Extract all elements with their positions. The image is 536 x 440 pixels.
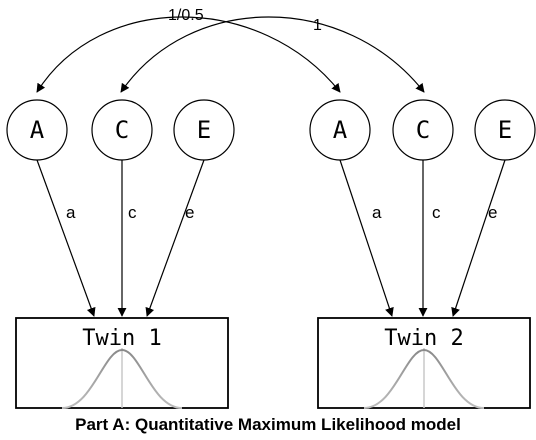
twin2-path-c-label: c — [432, 203, 441, 222]
correlation-arc-C — [120, 16, 425, 93]
correlation-label-A: 1/0.5 — [168, 7, 204, 24]
twin1-factor-E-label: E — [197, 116, 211, 144]
twin1-factor-C-label: C — [115, 116, 129, 144]
twin1-path-c-label: c — [128, 203, 137, 222]
twin1-factor-A-label: A — [30, 116, 45, 144]
twin2-factor-E-label: E — [498, 116, 512, 144]
twin2-factor-C-label: C — [416, 116, 430, 144]
correlation-label-C: 1 — [313, 17, 322, 34]
twin2-path-a — [339, 159, 394, 317]
twin1-path-e — [145, 159, 205, 317]
twin1-box-label: Twin 1 — [82, 326, 161, 351]
twin2-box-label: Twin 2 — [384, 326, 463, 351]
twin1-path-a — [36, 159, 96, 317]
twin2-path-e — [451, 159, 506, 317]
figure-caption: Part A: Quantitative Maximum Likelihood … — [75, 415, 461, 434]
twin2-normal-distribution-curve — [363, 348, 485, 409]
twin2-path-e-label: e — [488, 203, 497, 222]
twin1-normal-distribution-curve — [61, 348, 183, 409]
twin1-path-e-label: e — [185, 203, 194, 222]
twin2-path-a-label: a — [372, 203, 382, 222]
twin1-path-a-label: a — [66, 203, 76, 222]
twin2-factor-A-label: A — [333, 116, 348, 144]
correlation-arc-A — [36, 16, 341, 93]
